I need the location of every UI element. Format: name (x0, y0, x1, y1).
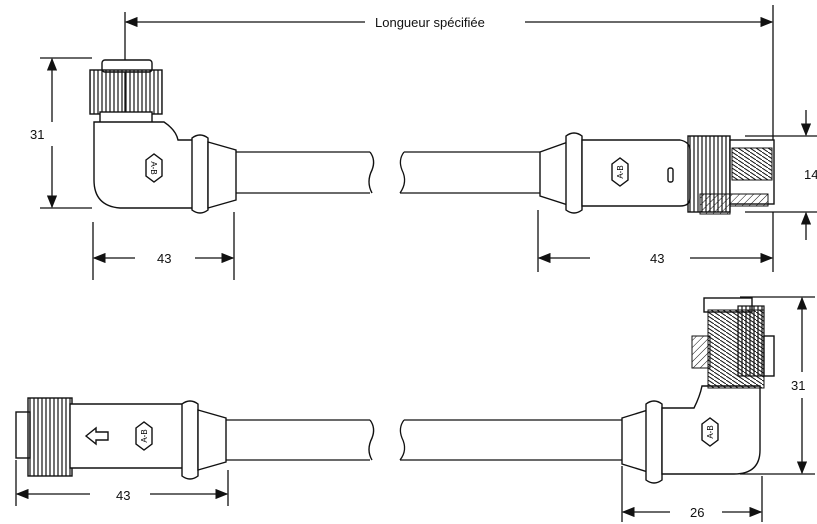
top-right-thread-label: 14 (804, 167, 817, 182)
svg-text:A-B: A-B (140, 429, 149, 442)
top-left-height-label: 31 (30, 127, 44, 142)
svg-text:A-B: A-B (706, 425, 715, 438)
bottom-right-right-angle-connector: A-B (621, 297, 775, 484)
top-left-length-dimension: 43 (92, 212, 235, 280)
specified-length-label: Longueur spécifiée (375, 15, 485, 30)
bottom-left-length-label: 43 (116, 488, 130, 503)
specified-length-dimension: Longueur spécifiée (124, 5, 774, 140)
ab-logo-icon: A-B (611, 157, 629, 187)
arrow-left-icon (84, 426, 109, 446)
svg-text:A-B: A-B (616, 165, 625, 178)
top-right-length-label: 43 (650, 251, 664, 266)
top-left-length-label: 43 (157, 251, 171, 266)
bottom-left-straight-connector: A-B (15, 397, 227, 480)
bottom-right-height-dimension: 31 (740, 296, 815, 475)
bottom-right-length-dimension: 26 (621, 466, 763, 522)
top-cable (236, 151, 540, 194)
top-left-height-dimension: 31 (30, 57, 92, 209)
ab-logo-icon: A-B (701, 417, 719, 447)
top-right-length-dimension: 43 (537, 210, 774, 272)
bottom-cable (226, 419, 622, 461)
top-left-right-angle-connector: A-B (89, 59, 237, 214)
top-right-straight-connector: A-B (539, 132, 775, 215)
top-right-thread-dimension: 14 (745, 110, 817, 240)
bottom-right-length-label: 26 (690, 505, 704, 520)
ab-logo-icon: A-B (145, 153, 163, 183)
bottom-right-height-label: 31 (791, 378, 805, 393)
svg-text:A-B: A-B (149, 161, 158, 174)
ab-logo-icon: A-B (135, 421, 153, 451)
bottom-left-length-dimension: 43 (15, 460, 229, 506)
